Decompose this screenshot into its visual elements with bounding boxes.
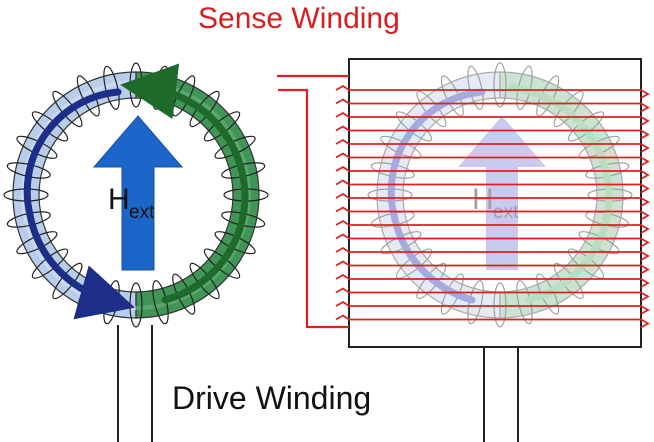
sense-turn bbox=[335, 246, 650, 261]
sense-turn bbox=[335, 314, 650, 329]
sense-turn bbox=[335, 233, 650, 248]
sense-winding-turns bbox=[335, 84, 650, 329]
coil-turn bbox=[493, 282, 507, 328]
sense-turn bbox=[335, 273, 650, 288]
sense-winding-label: Sense Winding bbox=[198, 2, 400, 35]
left-toroid: H ext bbox=[3, 62, 269, 442]
sense-turn bbox=[335, 260, 650, 275]
coil-turn bbox=[493, 62, 507, 108]
sense-turn bbox=[335, 152, 650, 167]
drive-winding-label: Drive Winding bbox=[172, 380, 372, 416]
field-label-h: H bbox=[108, 183, 130, 216]
sense-turn bbox=[335, 206, 650, 221]
svg-text:ext: ext bbox=[493, 202, 519, 223]
right-toroid: H ext bbox=[277, 58, 650, 442]
sense-turn bbox=[335, 300, 650, 315]
svg-text:H: H bbox=[472, 183, 494, 216]
sense-turn bbox=[335, 179, 650, 194]
sense-turn bbox=[335, 165, 650, 180]
sense-lead-loop bbox=[278, 88, 349, 329]
sense-turn bbox=[335, 219, 650, 234]
sense-turn bbox=[335, 125, 650, 140]
coil-turn bbox=[103, 65, 120, 110]
field-label-sub: ext bbox=[129, 202, 155, 223]
sense-turn bbox=[335, 111, 650, 126]
sense-turn bbox=[335, 98, 650, 113]
magnetization-left-arrow-icon bbox=[23, 88, 135, 320]
sense-turn bbox=[335, 287, 650, 302]
field-up-arrow-icon bbox=[92, 115, 184, 271]
sense-turn bbox=[335, 138, 650, 153]
sense-turn bbox=[335, 84, 650, 99]
sense-turn bbox=[335, 192, 650, 207]
magnetization-right-arrow-icon bbox=[120, 63, 249, 304]
